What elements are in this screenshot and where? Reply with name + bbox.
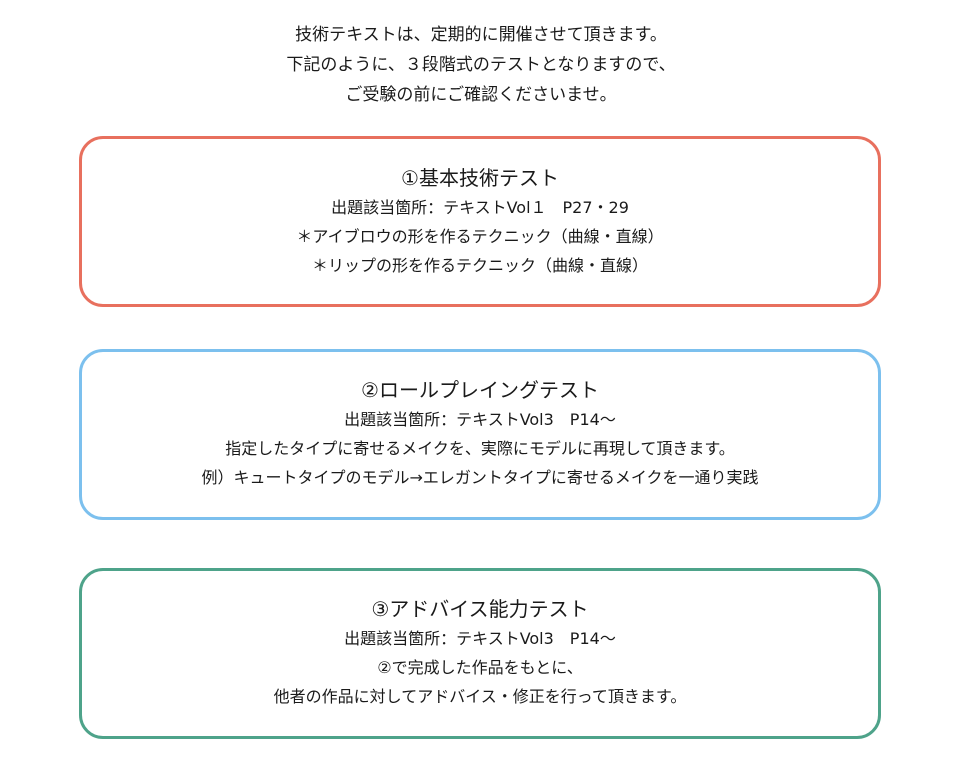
section-line: 出題該当箇所：テキストVol3 P14〜 xyxy=(344,410,616,429)
section-line: 例）キュートタイプのモデル→エレガントタイプに寄せるメイクを一通り実践 xyxy=(201,468,759,487)
intro-text: 技術テキストは、定期的に開催させて頂きます。 下記のように、３段階式のテストとな… xyxy=(0,20,962,110)
section-roleplay-test: ②ロールプレイングテスト 出題該当箇所：テキストVol3 P14〜 指定したタイ… xyxy=(79,349,881,520)
section-line: 出題該当箇所：テキストVol１ P27・29 xyxy=(331,198,629,217)
intro-line-3: ご受験の前にご確認くださいませ。 xyxy=(345,85,617,105)
section-title: ③アドバイス能力テスト xyxy=(371,597,589,621)
section-line: 出題該当箇所：テキストVol3 P14〜 xyxy=(344,629,616,648)
section-line: ②で完成した作品をもとに、 xyxy=(377,658,583,677)
section-title: ②ロールプレイングテスト xyxy=(361,378,599,402)
section-advice-ability-test: ③アドバイス能力テスト 出題該当箇所：テキストVol3 P14〜 ②で完成した作… xyxy=(79,568,881,739)
intro-line-2: 下記のように、３段階式のテストとなりますので、 xyxy=(286,55,676,75)
section-line: 他者の作品に対してアドバイス・修正を行って頂きます。 xyxy=(273,687,687,706)
section-title: ①基本技術テスト xyxy=(401,166,559,190)
section-line: ＊アイブロウの形を作るテクニック（曲線・直線） xyxy=(296,227,664,246)
section-line: ＊リップの形を作るテクニック（曲線・直線） xyxy=(311,256,648,275)
intro-line-1: 技術テキストは、定期的に開催させて頂きます。 xyxy=(295,25,667,45)
section-basic-technique-test: ①基本技術テスト 出題該当箇所：テキストVol１ P27・29 ＊アイブロウの形… xyxy=(79,136,881,307)
section-line: 指定したタイプに寄せるメイクを、実際にモデルに再現して頂きます。 xyxy=(225,439,735,458)
